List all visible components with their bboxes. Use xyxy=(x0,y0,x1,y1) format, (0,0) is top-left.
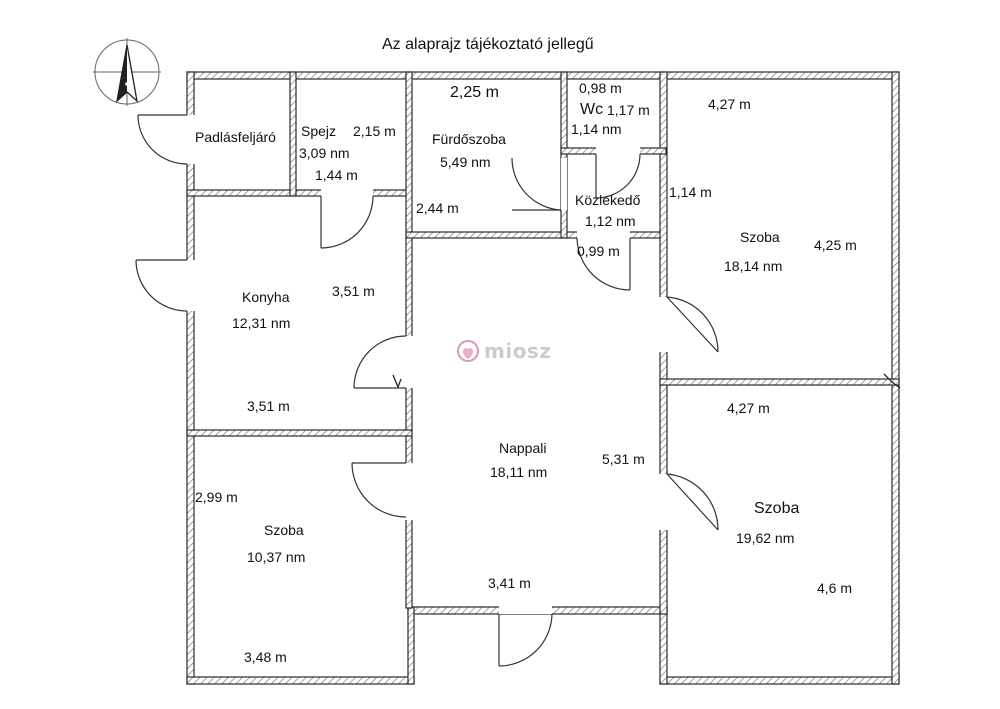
room-name-szoba-se: Szoba xyxy=(754,500,800,517)
room-name-furdoszoba: Fürdőszoba xyxy=(432,131,506,147)
wc-side: 1,17 m xyxy=(607,102,650,118)
konyha-area: 12,31 nm xyxy=(232,315,291,331)
watermark: miosz xyxy=(455,338,551,364)
room-name-konyha: Konyha xyxy=(242,289,290,305)
konyha-side: 3,51 m xyxy=(332,283,375,299)
szoba-ne-area: 18,14 nm xyxy=(724,258,783,274)
szoba-ne-top: 4,27 m xyxy=(708,96,751,112)
furdoszoba-side: 2,44 m xyxy=(416,200,459,216)
kozlekedo-bottom: 0,99 m xyxy=(577,243,620,259)
spejz-width: 2,15 m xyxy=(353,123,396,139)
door-openings xyxy=(186,115,668,614)
wall-marks xyxy=(392,373,901,389)
spejz-area: 3,09 nm xyxy=(299,145,350,161)
room-name-padlasfeljaro: Padlásfeljáró xyxy=(195,129,276,145)
wc-top: 0,98 m xyxy=(579,80,622,96)
room-name-szoba-ne: Szoba xyxy=(740,229,780,245)
watermark-text: miosz xyxy=(484,339,552,363)
konyha-bottom: 3,51 m xyxy=(247,398,290,414)
room-name-wc: Wc xyxy=(580,101,604,118)
plan-title: Az alaprajz tájékoztató jellegű xyxy=(382,36,594,53)
szoba-sw-bottom: 3,48 m xyxy=(244,649,287,665)
nappali-area: 18,11 nm xyxy=(490,464,548,480)
kozlekedo-side: 1,14 m xyxy=(669,184,712,200)
miosz-logo-icon xyxy=(457,340,479,362)
szoba-se-area: 19,62 nm xyxy=(736,530,795,546)
szoba-se-top: 4,27 m xyxy=(727,400,770,416)
szoba-se-side: 4,6 m xyxy=(817,580,853,596)
north-arrow-icon xyxy=(93,38,161,106)
furdoszoba-area: 5,49 nm xyxy=(440,154,491,170)
nappali-bottom: 3,41 m xyxy=(488,575,531,591)
kozlekedo-area: 1,12 nm xyxy=(585,213,636,229)
room-name-szoba-sw: Szoba xyxy=(264,522,304,538)
door-swings xyxy=(135,114,719,667)
wc-area: 1,14 nm xyxy=(571,121,622,137)
szoba-ne-side: 4,25 m xyxy=(814,237,857,253)
spejz-depth: 1,44 m xyxy=(315,167,358,183)
walls xyxy=(186,71,900,685)
szoba-sw-area: 10,37 nm xyxy=(247,549,306,565)
nappali-side: 5,31 m xyxy=(602,451,645,467)
room-name-kozlekedo: Közlekedő xyxy=(575,192,641,208)
room-name-spejz: Spejz xyxy=(301,123,337,139)
room-name-nappali: Nappali xyxy=(499,440,547,456)
furdoszoba-top: 2,25 m xyxy=(450,84,499,101)
szoba-sw-side: 2,99 m xyxy=(195,489,238,505)
